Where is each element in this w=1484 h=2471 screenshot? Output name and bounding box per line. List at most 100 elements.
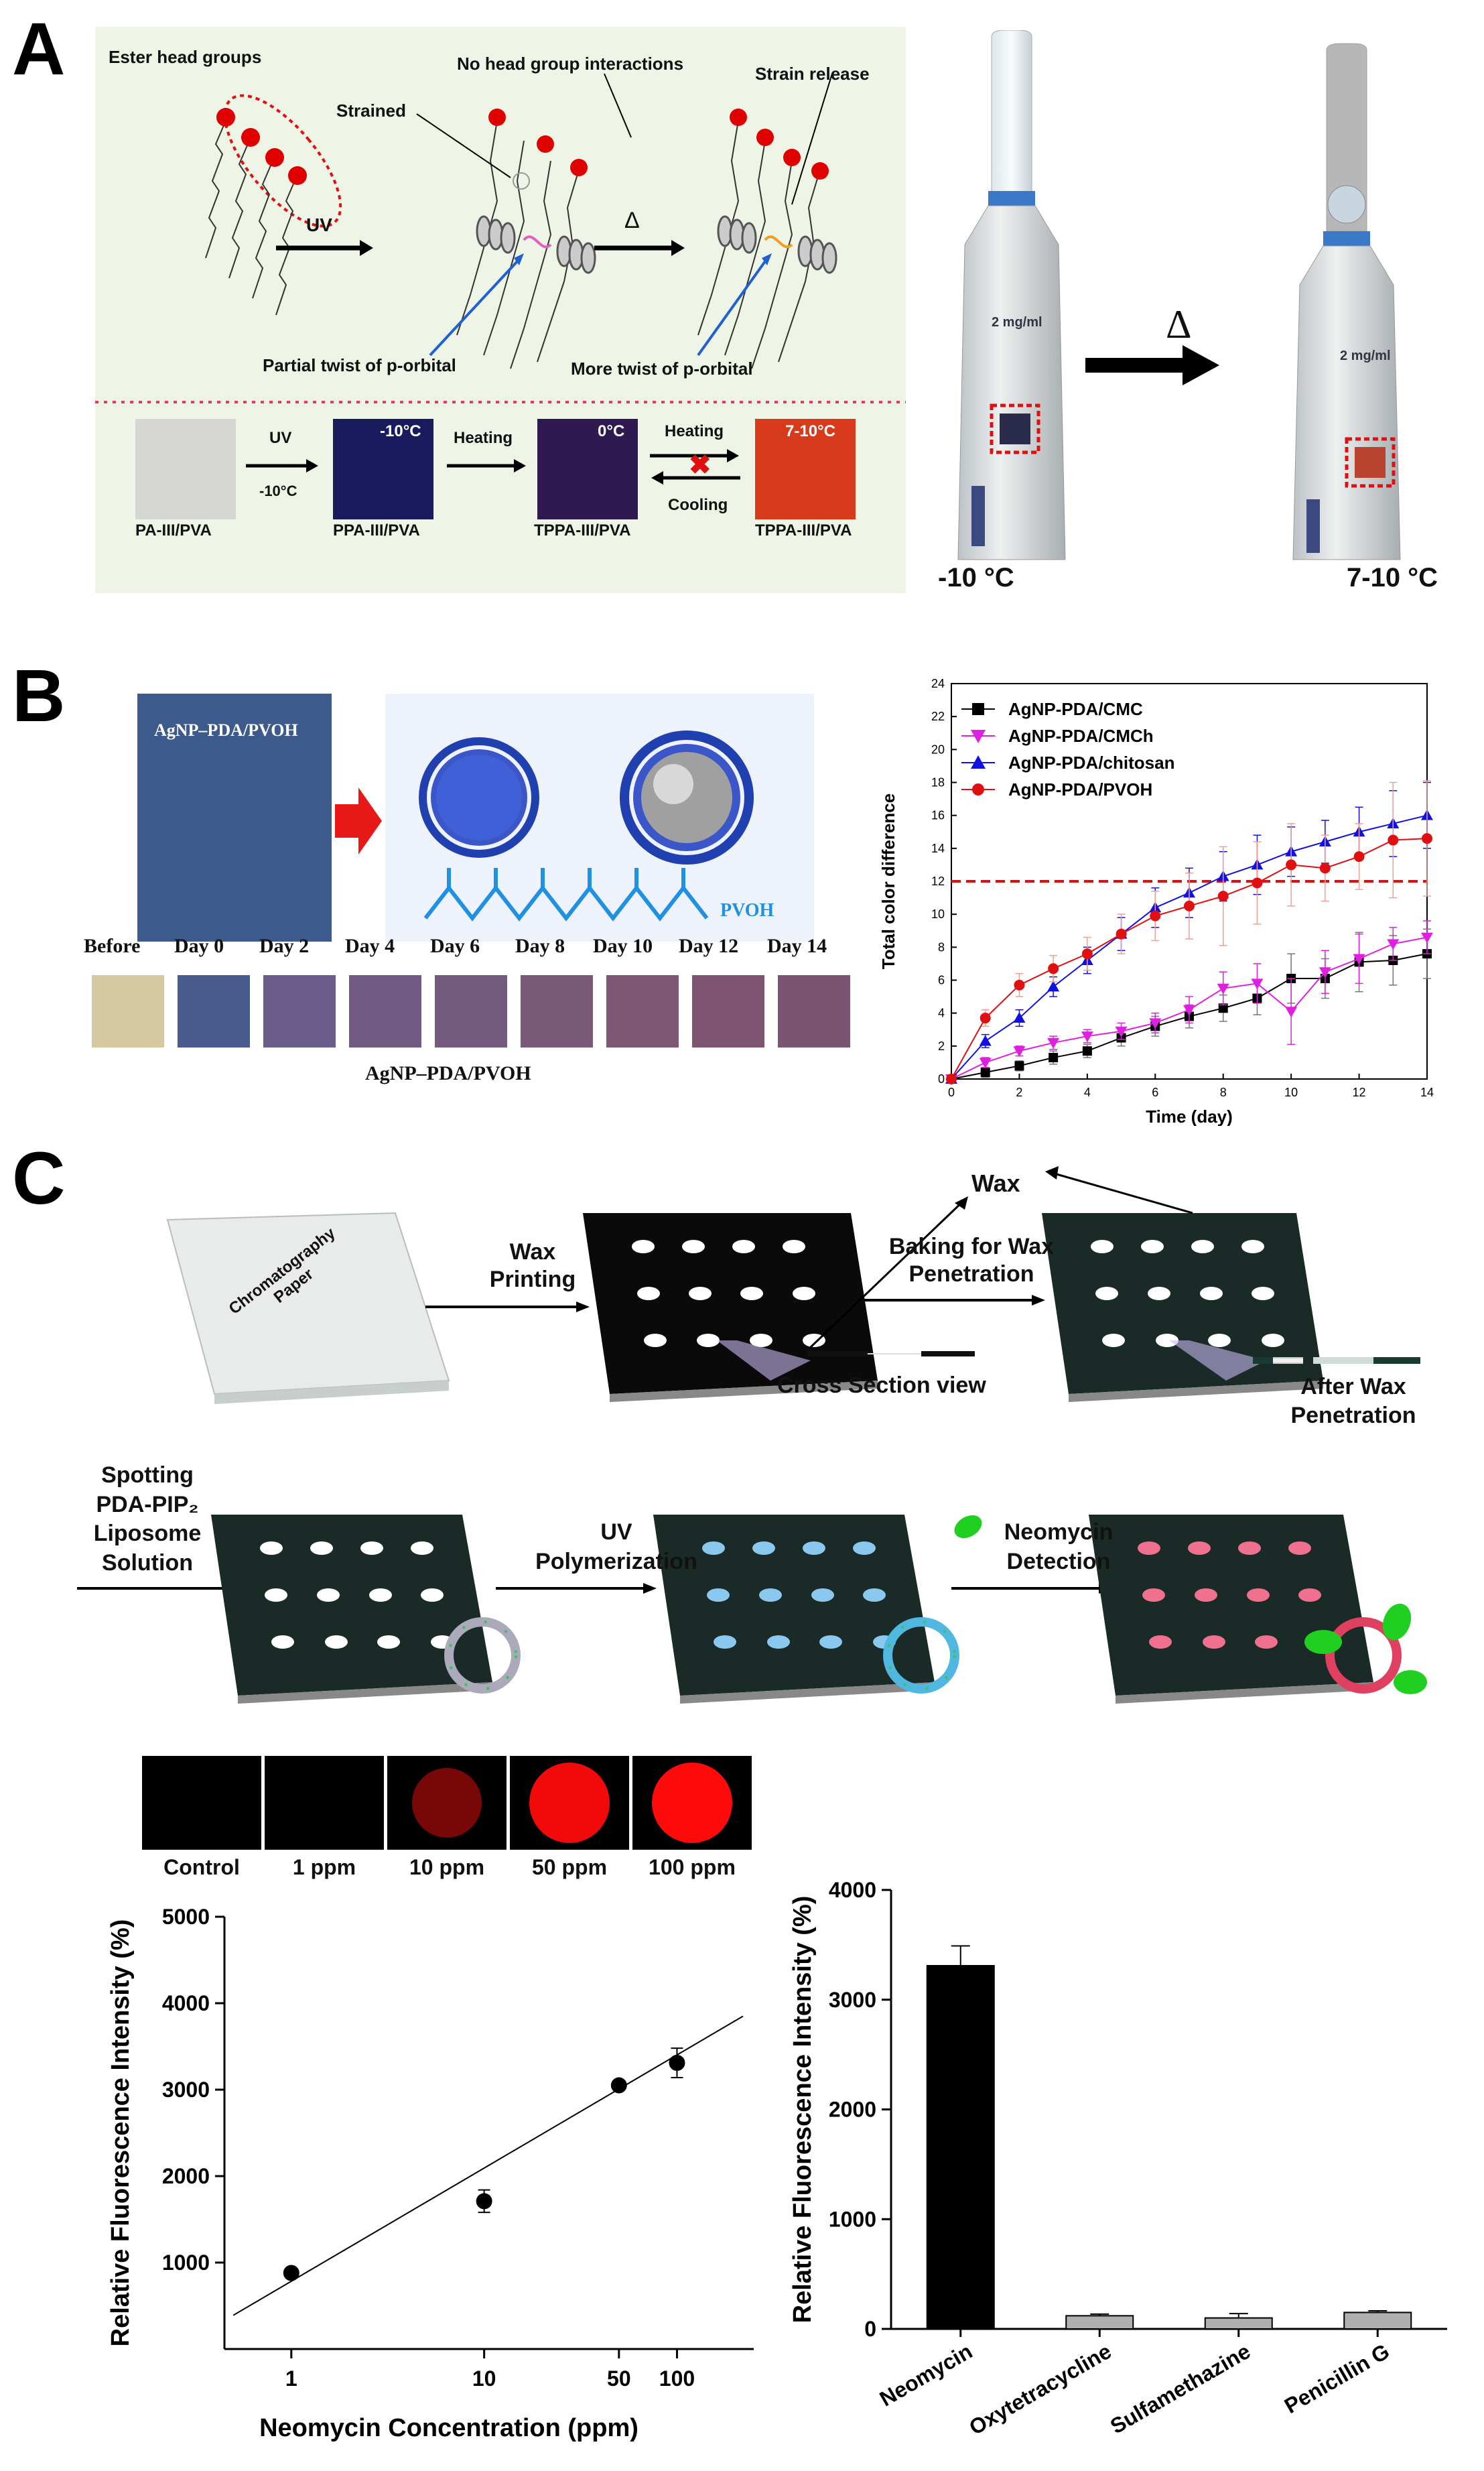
ampoule-photos (957, 30, 1401, 560)
data-point (1116, 928, 1127, 940)
fluor-spot (652, 1763, 732, 1843)
spots-white (260, 1541, 454, 1649)
x-tick-label: 14 (1420, 1086, 1434, 1099)
day-swatch (778, 975, 850, 1048)
x-tick-label: Penicillin G (1280, 2339, 1394, 2418)
panel-a-schematic: Ester head groups No head group interact… (95, 27, 906, 593)
backbone-1 (476, 215, 596, 274)
wax-spots-2 (1091, 1240, 1284, 1347)
monomer-tails (205, 120, 297, 316)
sq-pa-iii-pva (135, 419, 236, 519)
legend-label: AgNP-PDA/CMCh (1008, 726, 1154, 746)
detection-sheet (1089, 1515, 1373, 1696)
x-tick-label: 50 (607, 2366, 631, 2391)
head-group-ellipse (223, 94, 342, 228)
wax-label: Wax (971, 1169, 1020, 1197)
fluor-spot (529, 1763, 610, 1843)
legend-marker (971, 730, 986, 743)
vial-left (957, 30, 1066, 560)
neomycin-detection-label: Neomycin Detection (1004, 1519, 1114, 1574)
head-group-balls (216, 108, 307, 185)
data-point (1047, 1037, 1060, 1049)
sq2-label: PPA-III/PVA (333, 521, 420, 540)
partial-twist-label: Partial twist of p-orbital (263, 355, 456, 375)
y-tick-label: 2000 (162, 2164, 210, 2188)
data-point (946, 1074, 957, 1084)
cross-section-label: Cross Section view (777, 1373, 986, 1398)
day-label-3: Day 4 (345, 935, 395, 957)
data-point (1081, 948, 1093, 960)
x-tick-label: Neomycin (876, 2339, 976, 2411)
x-tick-label: 0 (948, 1086, 955, 1099)
strip-caption: AgNP–PDA/PVOH (365, 1062, 531, 1084)
y-tick-label: 4000 (829, 1878, 876, 1902)
data-point (1286, 859, 1297, 871)
y-tick-label: 3000 (162, 2078, 210, 2102)
liposome-empty (419, 737, 539, 858)
data-point (1183, 1005, 1195, 1016)
uv-poly-label: UV Polymerization (535, 1519, 697, 1574)
sq3-temp: 0°C (598, 422, 625, 440)
baked-sheet (1042, 1213, 1323, 1394)
strain-release-label: Strain release (755, 64, 870, 84)
data-point (979, 1058, 992, 1069)
data-point (1184, 900, 1195, 911)
panel-label-b: B (12, 655, 66, 737)
legend-label: AgNP-PDA/CMC (1008, 699, 1143, 719)
more-twist-label: More twist of p-orbital (571, 359, 753, 379)
panel-label-c: C (12, 1137, 66, 1220)
fluor-image (632, 1756, 752, 1850)
data-point (1422, 833, 1432, 844)
sq1-label: PA-III/PVA (135, 521, 212, 540)
vial-delta: Δ (1166, 302, 1192, 346)
day-swatch (263, 975, 336, 1048)
data-point (1049, 1053, 1059, 1063)
fluor-label: 1 ppm (292, 1855, 356, 1879)
composite-illustration: PVOH (385, 694, 814, 942)
heating2-label: Heating (665, 422, 724, 440)
data-point (1319, 967, 1331, 978)
fluor-label: Control (163, 1855, 240, 1879)
x-tick-label: 12 (1353, 1086, 1366, 1099)
legend-label: AgNP-PDA/chitosan (1008, 753, 1174, 773)
day-strip: Before Day 0 Day 2 Day 4 Day 6 Day 8 Day… (77, 928, 850, 1084)
red-arrow (335, 787, 382, 854)
y-tick-label: 10 (931, 907, 945, 921)
cooling-label: Cooling (668, 496, 728, 514)
data-point (1353, 851, 1365, 863)
uv2-label: UV (269, 429, 292, 447)
x-tick-label: 1 (285, 2366, 297, 2391)
vial-left-label-text: 2 mg/ml (992, 315, 1042, 330)
x-tick-label: 4 (1084, 1086, 1091, 1099)
data-point (1014, 1061, 1024, 1071)
x-axis-label: Neomycin Concentration (ppm) (259, 2414, 638, 2442)
liposome-silver (620, 731, 754, 865)
sq4-temp: 7-10°C (785, 422, 835, 440)
fit-line (232, 2015, 744, 2316)
x-tick-label: 6 (1152, 1086, 1158, 1099)
x-tick-label: 100 (659, 2366, 695, 2391)
y-tick-label: 1000 (162, 2251, 210, 2275)
data-point (283, 2265, 299, 2281)
ester-head-groups-label: Ester head groups (109, 47, 262, 67)
y-tick-label: 8 (938, 940, 945, 954)
fabrication-schematic (77, 1166, 1427, 1704)
uv-sheet (653, 1515, 935, 1696)
data-point (1217, 983, 1229, 995)
data-point (1014, 979, 1025, 991)
sq-tppa-iii-pva-0 (537, 419, 638, 519)
fluor-label: 100 ppm (649, 1855, 736, 1879)
lipid-schematic (95, 73, 906, 403)
y-axis-label: Relative Fluorescence Intensity (%) (107, 1919, 135, 2347)
data-point (669, 2055, 685, 2072)
data-point (1082, 1046, 1092, 1056)
arrow-heating-cooling: ✖ (650, 449, 740, 485)
uv-label: UV (306, 214, 332, 235)
y-tick-label: 0 (938, 1072, 945, 1086)
y-tick-label: 18 (931, 776, 945, 789)
pvoh-chain (423, 885, 709, 922)
arrow-uv-2 (246, 459, 318, 472)
data-point (980, 1068, 990, 1078)
